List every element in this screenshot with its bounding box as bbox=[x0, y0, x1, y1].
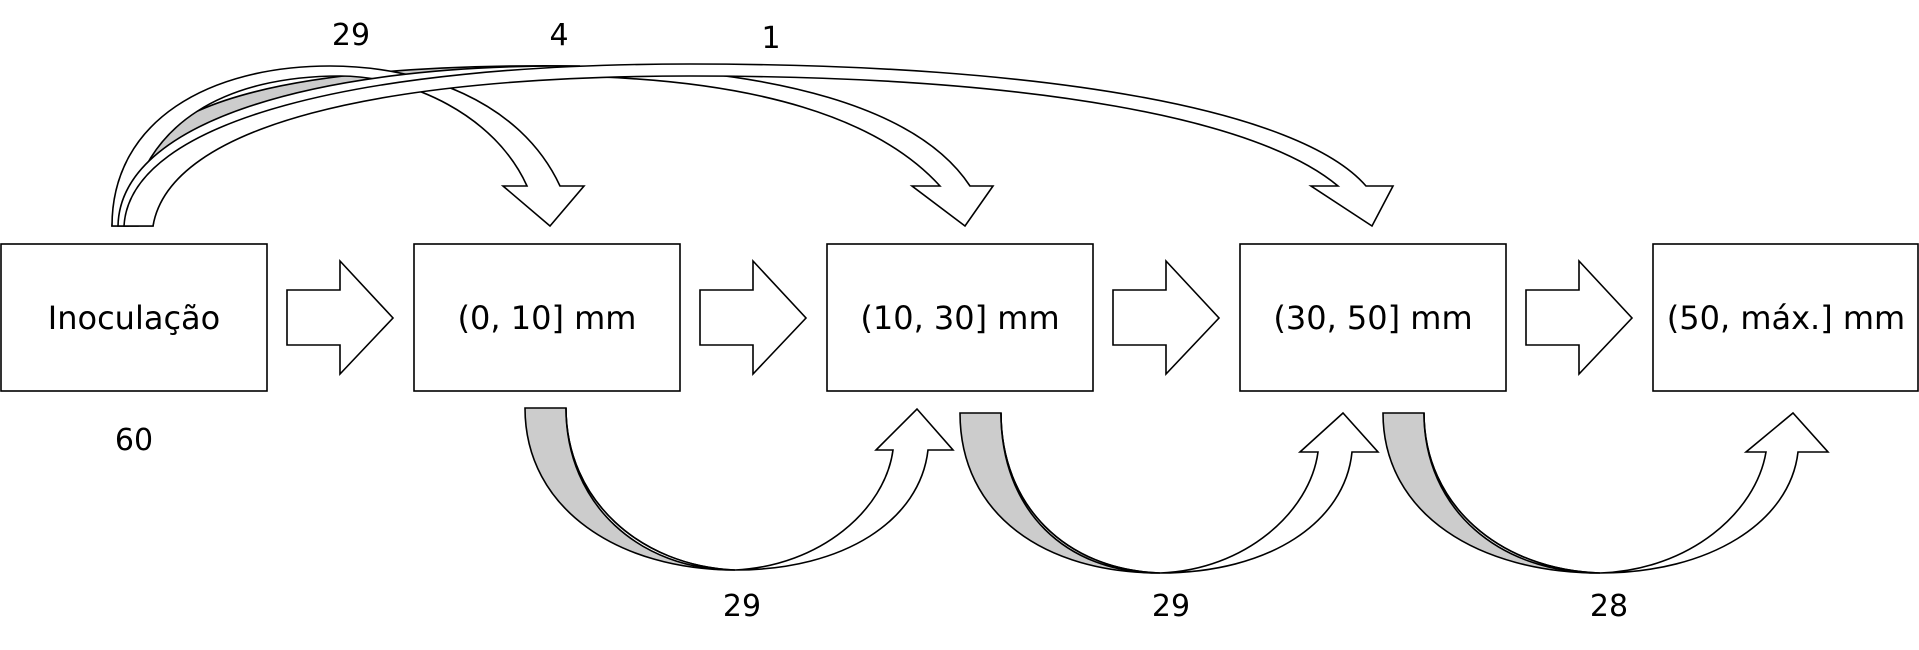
bottom-arrow-2 bbox=[1000, 411, 1380, 574]
count-top-to-range-0-10: 29 bbox=[332, 18, 370, 53]
state-box-inoculation bbox=[0, 243, 268, 392]
state-label-range-30-50: (30, 50] mm bbox=[1273, 299, 1472, 337]
count-bottom-3: 28 bbox=[1590, 589, 1628, 624]
right-arrow-1 bbox=[286, 258, 395, 377]
right-arrow-4 bbox=[1525, 258, 1634, 377]
state-label-range-0-10: (0, 10] mm bbox=[458, 299, 637, 337]
right-arrow-3 bbox=[1112, 258, 1221, 377]
horizontal-arrows bbox=[286, 258, 1634, 377]
state-box-range-0-10 bbox=[413, 243, 681, 392]
top-arrow-to-range-0-10 bbox=[111, 65, 586, 228]
bottom-arrow-2-tail-shade bbox=[959, 412, 1161, 574]
state-label-range-50-max: (50, máx.] mm bbox=[1667, 299, 1905, 337]
bottom-arrow-1 bbox=[565, 407, 955, 571]
count-bottom-2: 29 bbox=[1152, 589, 1190, 624]
count-inoculation: 60 bbox=[115, 423, 153, 458]
top-arrow-to-range-30-50 bbox=[123, 63, 1395, 228]
state-box-range-30-50 bbox=[1239, 243, 1507, 392]
state-label-range-10-30: (10, 30] mm bbox=[860, 299, 1059, 337]
bottom-curved-arrows bbox=[524, 407, 1830, 574]
count-top-to-range-10-30: 4 bbox=[549, 18, 568, 53]
bottom-arrow-3-tail-shade bbox=[1382, 412, 1601, 574]
bottom-arrow-1-tail-shade bbox=[524, 407, 736, 571]
state-boxes: Inoculação (0, 10] mm (10, 30] mm (30, 5… bbox=[0, 243, 1919, 392]
count-bottom-1: 29 bbox=[723, 589, 761, 624]
state-box-range-10-30 bbox=[826, 243, 1094, 392]
top-curved-arrows bbox=[111, 63, 1395, 228]
count-top-to-range-30-50: 1 bbox=[761, 21, 780, 56]
bottom-arrow-3 bbox=[1423, 411, 1830, 574]
count-labels: 60 29 4 1 29 29 28 bbox=[115, 18, 1628, 624]
state-box-range-50-max bbox=[1652, 243, 1919, 392]
right-arrow-2 bbox=[699, 258, 808, 377]
state-label-inoculation: Inoculação bbox=[48, 299, 220, 337]
